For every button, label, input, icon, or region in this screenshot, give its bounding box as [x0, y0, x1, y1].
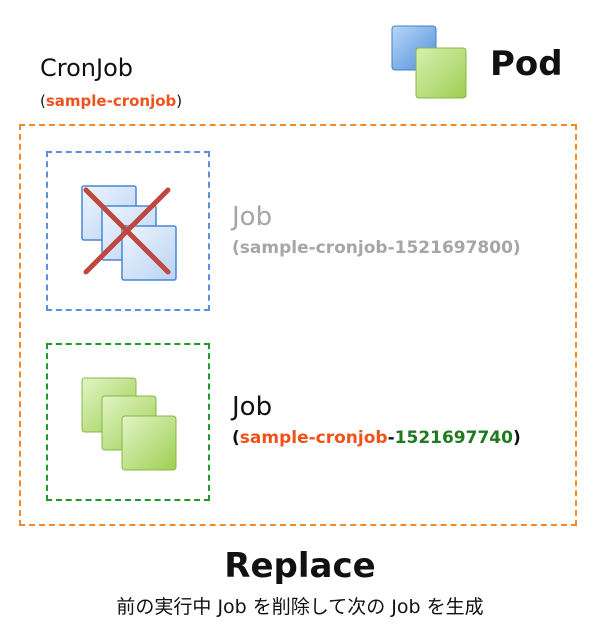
- new-job-title: Job: [232, 392, 273, 422]
- cronjob-container: [19, 124, 577, 526]
- cronjob-name: sample-cronjob: [45, 92, 177, 110]
- old-job-container: [46, 151, 210, 311]
- pod-legend-icon: [391, 25, 467, 99]
- delete-cross-line-2: [83, 187, 171, 275]
- pod-legend-label: Pod: [490, 44, 563, 84]
- policy-title: Replace: [224, 546, 376, 586]
- cronjob-title: CronJob: [40, 54, 133, 82]
- new-job-name-prefix: sample-cronjob: [239, 428, 388, 448]
- policy-description: 前の実行中 Job を削除して次の Job を生成: [116, 596, 484, 618]
- old-job-name: (sample-cronjob-1521697800): [232, 238, 521, 258]
- old-job-title: Job: [232, 202, 273, 232]
- deleted-pods-icon: [81, 185, 177, 281]
- new-job-name-suffix: 1521697740: [394, 428, 513, 448]
- new-job-name-line: (sample-cronjob-1521697740): [232, 428, 521, 448]
- new-pods-icon: [81, 377, 177, 471]
- cronjob-name-line: (sample-cronjob): [40, 92, 183, 110]
- new-job-container: [46, 343, 210, 501]
